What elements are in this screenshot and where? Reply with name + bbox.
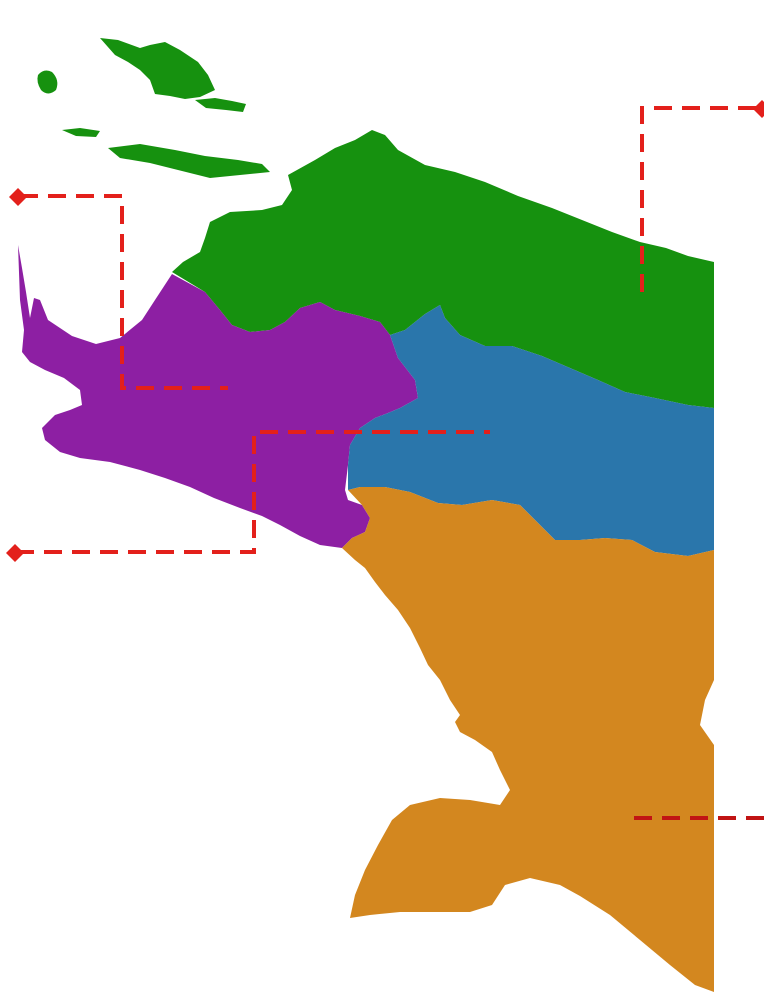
northern-islands <box>37 38 270 178</box>
region-north[interactable] <box>172 130 714 408</box>
region-central[interactable] <box>348 305 714 556</box>
marker-west-upper-diamond <box>9 188 27 206</box>
leader-lines <box>16 106 764 820</box>
leader-line-west-lower <box>16 430 490 554</box>
region-west[interactable] <box>18 245 418 548</box>
island-dots[interactable] <box>195 98 246 112</box>
island-sliver[interactable] <box>62 128 100 137</box>
island-long[interactable] <box>108 144 270 178</box>
leader-line-west-upper <box>20 194 228 390</box>
island-small-round[interactable] <box>37 70 58 94</box>
island-large[interactable] <box>100 38 215 99</box>
region-south[interactable] <box>342 487 714 992</box>
marker-west-lower-diamond <box>6 544 24 562</box>
marker-north-diamond <box>753 100 764 118</box>
leader-line-north <box>640 106 760 292</box>
leader-markers <box>6 100 764 562</box>
